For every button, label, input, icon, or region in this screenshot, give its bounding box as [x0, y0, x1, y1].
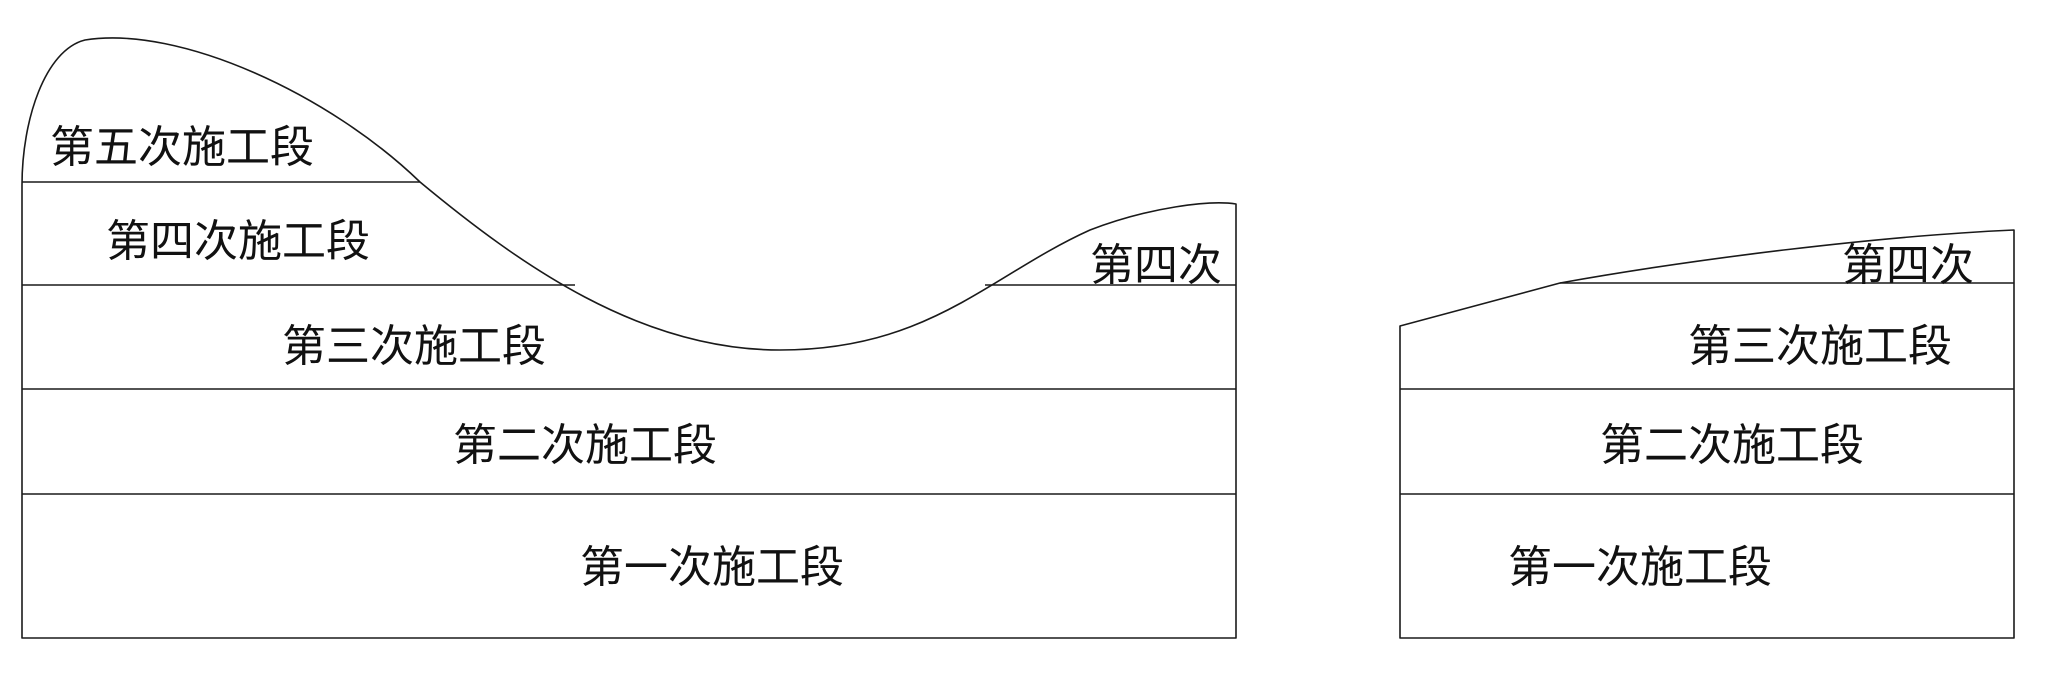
right-stage1-label: 第一次施工段: [1508, 542, 1772, 593]
left-stage5-label: 第五次施工段: [50, 122, 314, 173]
left-stage1-label: 第一次施工段: [580, 542, 844, 593]
right-stage4-short-label: 第四次: [1842, 240, 1974, 291]
right-section-outline: [1399, 229, 2015, 639]
right-section: 第四次 第三次施工段 第二次施工段 第一次施工段: [1399, 229, 2015, 639]
left-stage3-label: 第三次施工段: [282, 321, 546, 372]
left-stage4-short-label: 第四次: [1090, 240, 1222, 291]
right-stage2-label: 第二次施工段: [1600, 420, 1864, 471]
right-stage3-label: 第三次施工段: [1688, 321, 1952, 372]
left-stage4-label: 第四次施工段: [106, 216, 370, 267]
left-section-outline: [21, 37, 1237, 639]
left-stage2-label: 第二次施工段: [453, 420, 717, 471]
left-section: 第五次施工段 第四次施工段 第四次 第三次施工段 第二次施工段 第一次施工段: [21, 37, 1237, 639]
